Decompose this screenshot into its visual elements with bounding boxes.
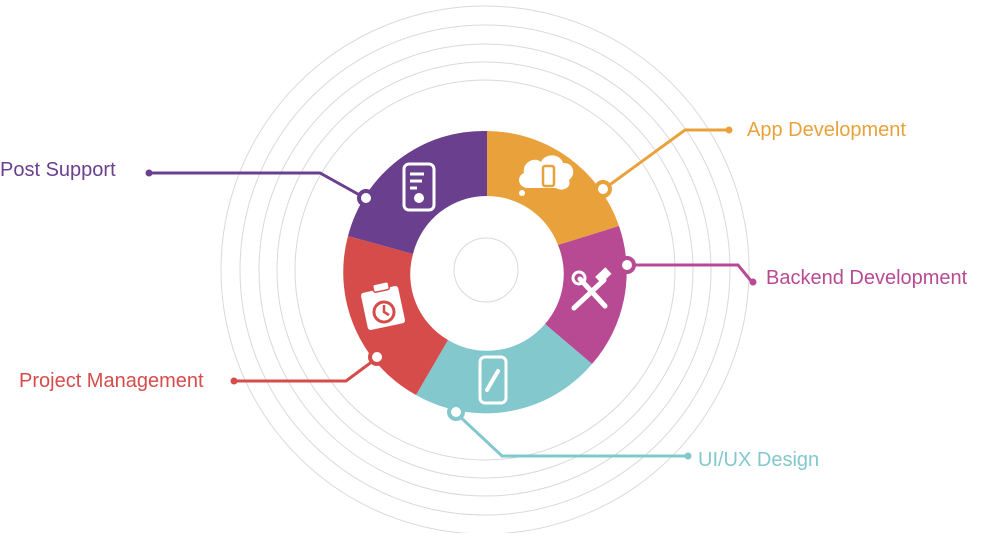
label-backend-development[interactable]: Backend Development — [766, 267, 968, 289]
node-ui-ux-design — [447, 403, 465, 421]
connector-dot-backend-development — [749, 278, 757, 286]
connector-app-development — [603, 128, 728, 191]
ring-outer-4 — [276, 61, 694, 479]
connector-end-dots — [145, 126, 757, 460]
connector-dot-ui-ux-design — [684, 452, 692, 460]
connectors — [150, 128, 754, 458]
ring-outer-2 — [239, 24, 731, 516]
ring-center — [453, 237, 519, 303]
segment-ui-ux-design[interactable] — [416, 324, 592, 414]
connector-dot-app-development — [725, 126, 733, 134]
node-post-support — [357, 189, 375, 207]
label-post-support[interactable]: Post Support — [0, 159, 116, 181]
node-app-development — [594, 180, 612, 198]
background-rings — [220, 5, 750, 535]
ring-outer-3 — [258, 43, 712, 497]
label-ui-ux-design[interactable]: UI/UX Design — [698, 449, 820, 471]
phone-pencil-icon — [478, 355, 508, 405]
connector-dot-post-support — [145, 169, 153, 177]
donut-segments — [343, 130, 627, 414]
connector-backend-development — [628, 263, 754, 283]
hammer-wrench-icon — [571, 267, 612, 311]
label-app-development[interactable]: App Development — [747, 119, 906, 141]
node-backend-development — [618, 256, 636, 274]
phone-chart-icon — [402, 162, 436, 212]
connector-dot-project-management — [230, 377, 238, 385]
chat-bubble-phone-icon — [519, 155, 574, 196]
label-project-management[interactable]: Project Management — [19, 370, 204, 392]
connector-project-management — [234, 356, 378, 383]
ring-outer-5 — [294, 79, 676, 461]
connector-ui-ux-design — [454, 411, 688, 458]
ring-outer-1 — [220, 5, 750, 535]
segment-nodes — [357, 180, 636, 421]
connector-post-support — [150, 171, 366, 200]
clipboard-clock-icon — [361, 281, 405, 330]
node-project-management — [368, 348, 386, 366]
segment-post-support[interactable] — [348, 130, 487, 254]
